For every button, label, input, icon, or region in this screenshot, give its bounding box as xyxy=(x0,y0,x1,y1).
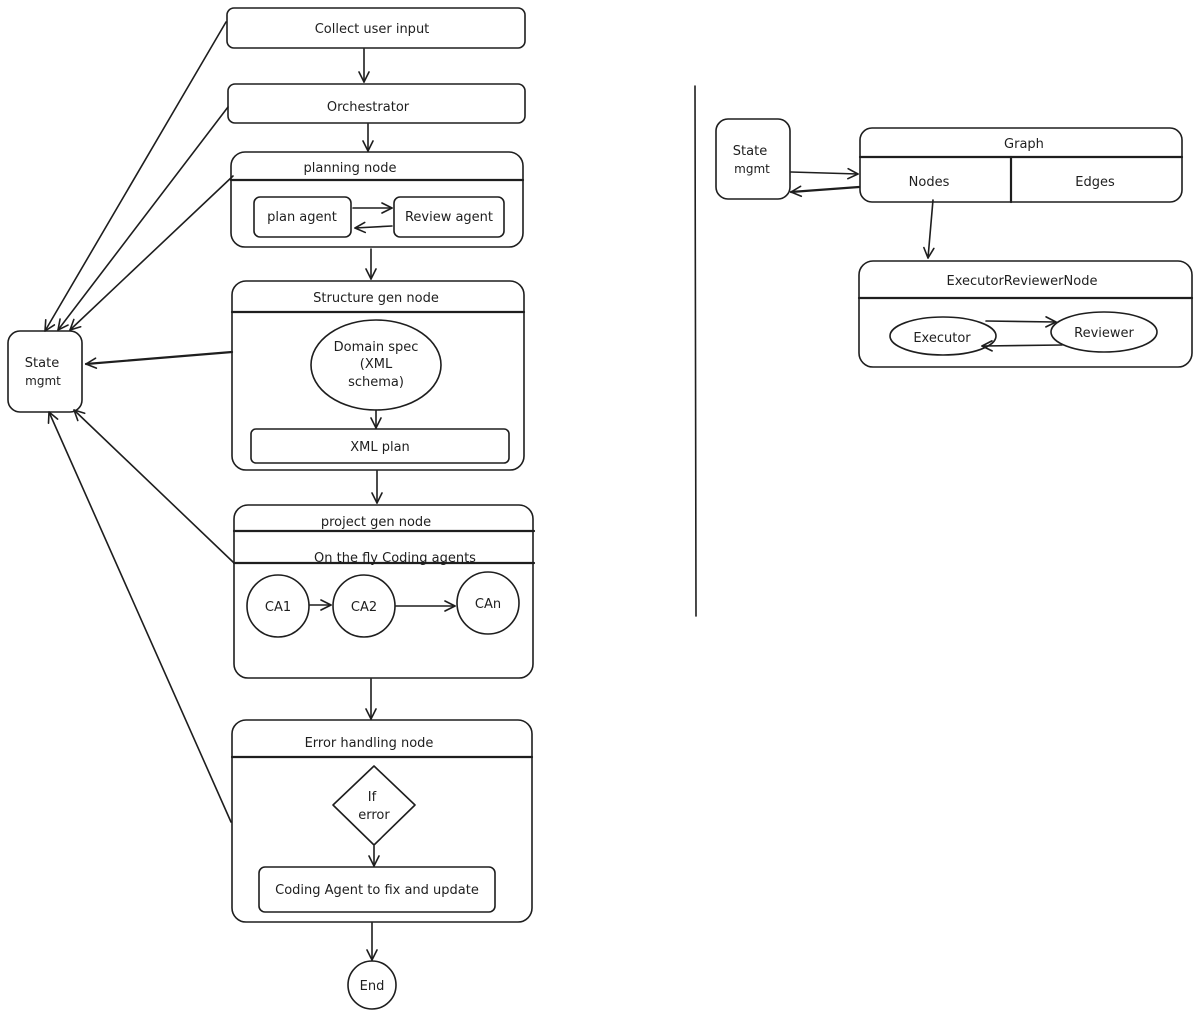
coding-agent-fix-label: Coding Agent to fix and update xyxy=(275,883,479,898)
project-to-state-arrow xyxy=(73,409,234,563)
can-label: CAn xyxy=(475,597,501,612)
xml-plan-label: XML plan xyxy=(350,440,410,455)
executor-reviewer-title: ExecutorReviewerNode xyxy=(947,274,1098,289)
coding-agents-subtitle: On the fly Coding agents xyxy=(314,551,476,566)
input-to-state-arrow xyxy=(44,21,227,332)
ca1-label: CA1 xyxy=(265,600,291,615)
end-node: End xyxy=(347,960,397,1010)
state-mgmt-box-right: State mgmt xyxy=(715,118,791,200)
graph-to-state-arrow xyxy=(789,185,861,198)
state-mgmt-right-label-line2: mgmt xyxy=(734,162,770,176)
reviewer-ellipse: Reviewer xyxy=(1050,311,1158,353)
planning-node-title: planning node xyxy=(304,161,397,176)
decision-label-line1: If xyxy=(368,790,377,805)
section-divider xyxy=(694,85,697,617)
error-handling-node-container: Error handling node If error Coding Agen… xyxy=(230,719,534,923)
plan-agent-label: plan agent xyxy=(267,210,337,225)
ca2-label: CA2 xyxy=(351,600,377,615)
planning-to-state-arrow xyxy=(69,175,234,331)
coding-agent-ca1: CA1 xyxy=(246,574,310,638)
state-mgmt-box-left: State mgmt xyxy=(7,330,83,413)
collect-user-input-box: Collect user input xyxy=(226,7,526,49)
nodes-to-executor-reviewer-arrow xyxy=(923,199,935,259)
error-handling-node-title: Error handling node xyxy=(305,736,434,751)
orchestrator-to-state-arrow xyxy=(57,106,229,331)
domain-spec-label-line3: schema) xyxy=(348,375,404,390)
coding-agent-fix-box: Coding Agent to fix and update xyxy=(258,866,496,913)
state-to-graph-arrow xyxy=(790,167,859,180)
collect-user-input-label: Collect user input xyxy=(315,22,430,37)
structure-gen-node-title: Structure gen node xyxy=(313,291,439,306)
domain-spec-ellipse: Domain spec (XML schema) xyxy=(310,319,442,411)
state-mgmt-right-label-line1: State xyxy=(733,144,767,159)
plan-agent-box: plan agent xyxy=(253,196,352,238)
planning-node-container: planning node plan agent Review agent xyxy=(229,151,525,248)
error-to-state-arrow xyxy=(47,411,232,823)
reviewer-to-executor-arrow xyxy=(981,340,1063,352)
executor-to-reviewer-arrow xyxy=(985,316,1057,328)
decision-label-line2: error xyxy=(358,808,390,823)
graph-edges-label: Edges xyxy=(1075,175,1115,190)
project-gen-node-title: project gen node xyxy=(321,515,431,530)
end-label: End xyxy=(360,979,385,994)
executor-reviewer-node-container: ExecutorReviewerNode Executor Reviewer xyxy=(857,260,1194,368)
domain-spec-label-line2: (XML xyxy=(360,357,393,372)
coding-agent-can: CAn xyxy=(456,571,520,635)
graph-title: Graph xyxy=(1004,137,1044,152)
review-to-plan-arrow xyxy=(354,221,393,234)
orchestrator-box: Orchestrator xyxy=(227,83,526,124)
domain-spec-label-line1: Domain spec xyxy=(334,340,419,355)
reviewer-label: Reviewer xyxy=(1074,326,1134,341)
review-agent-label: Review agent xyxy=(405,210,493,225)
executor-ellipse: Executor xyxy=(889,316,997,356)
coding-agent-ca2: CA2 xyxy=(332,574,396,638)
review-agent-box: Review agent xyxy=(393,196,505,238)
graph-container: Graph Nodes Edges xyxy=(858,127,1184,204)
xml-plan-box: XML plan xyxy=(250,428,510,464)
if-error-decision-diamond: If error xyxy=(332,765,416,846)
graph-nodes-label: Nodes xyxy=(909,175,950,190)
structure-to-state-arrow xyxy=(84,350,234,369)
executor-label: Executor xyxy=(913,331,971,346)
orchestrator-label: Orchestrator xyxy=(327,100,410,115)
state-mgmt-left-label-line2: mgmt xyxy=(25,374,61,388)
state-mgmt-left-label-line1: State xyxy=(25,356,59,371)
project-gen-node-container: project gen node On the fly Coding agent… xyxy=(232,504,536,679)
structure-gen-node-container: Structure gen node Domain spec (XML sche… xyxy=(230,280,526,471)
